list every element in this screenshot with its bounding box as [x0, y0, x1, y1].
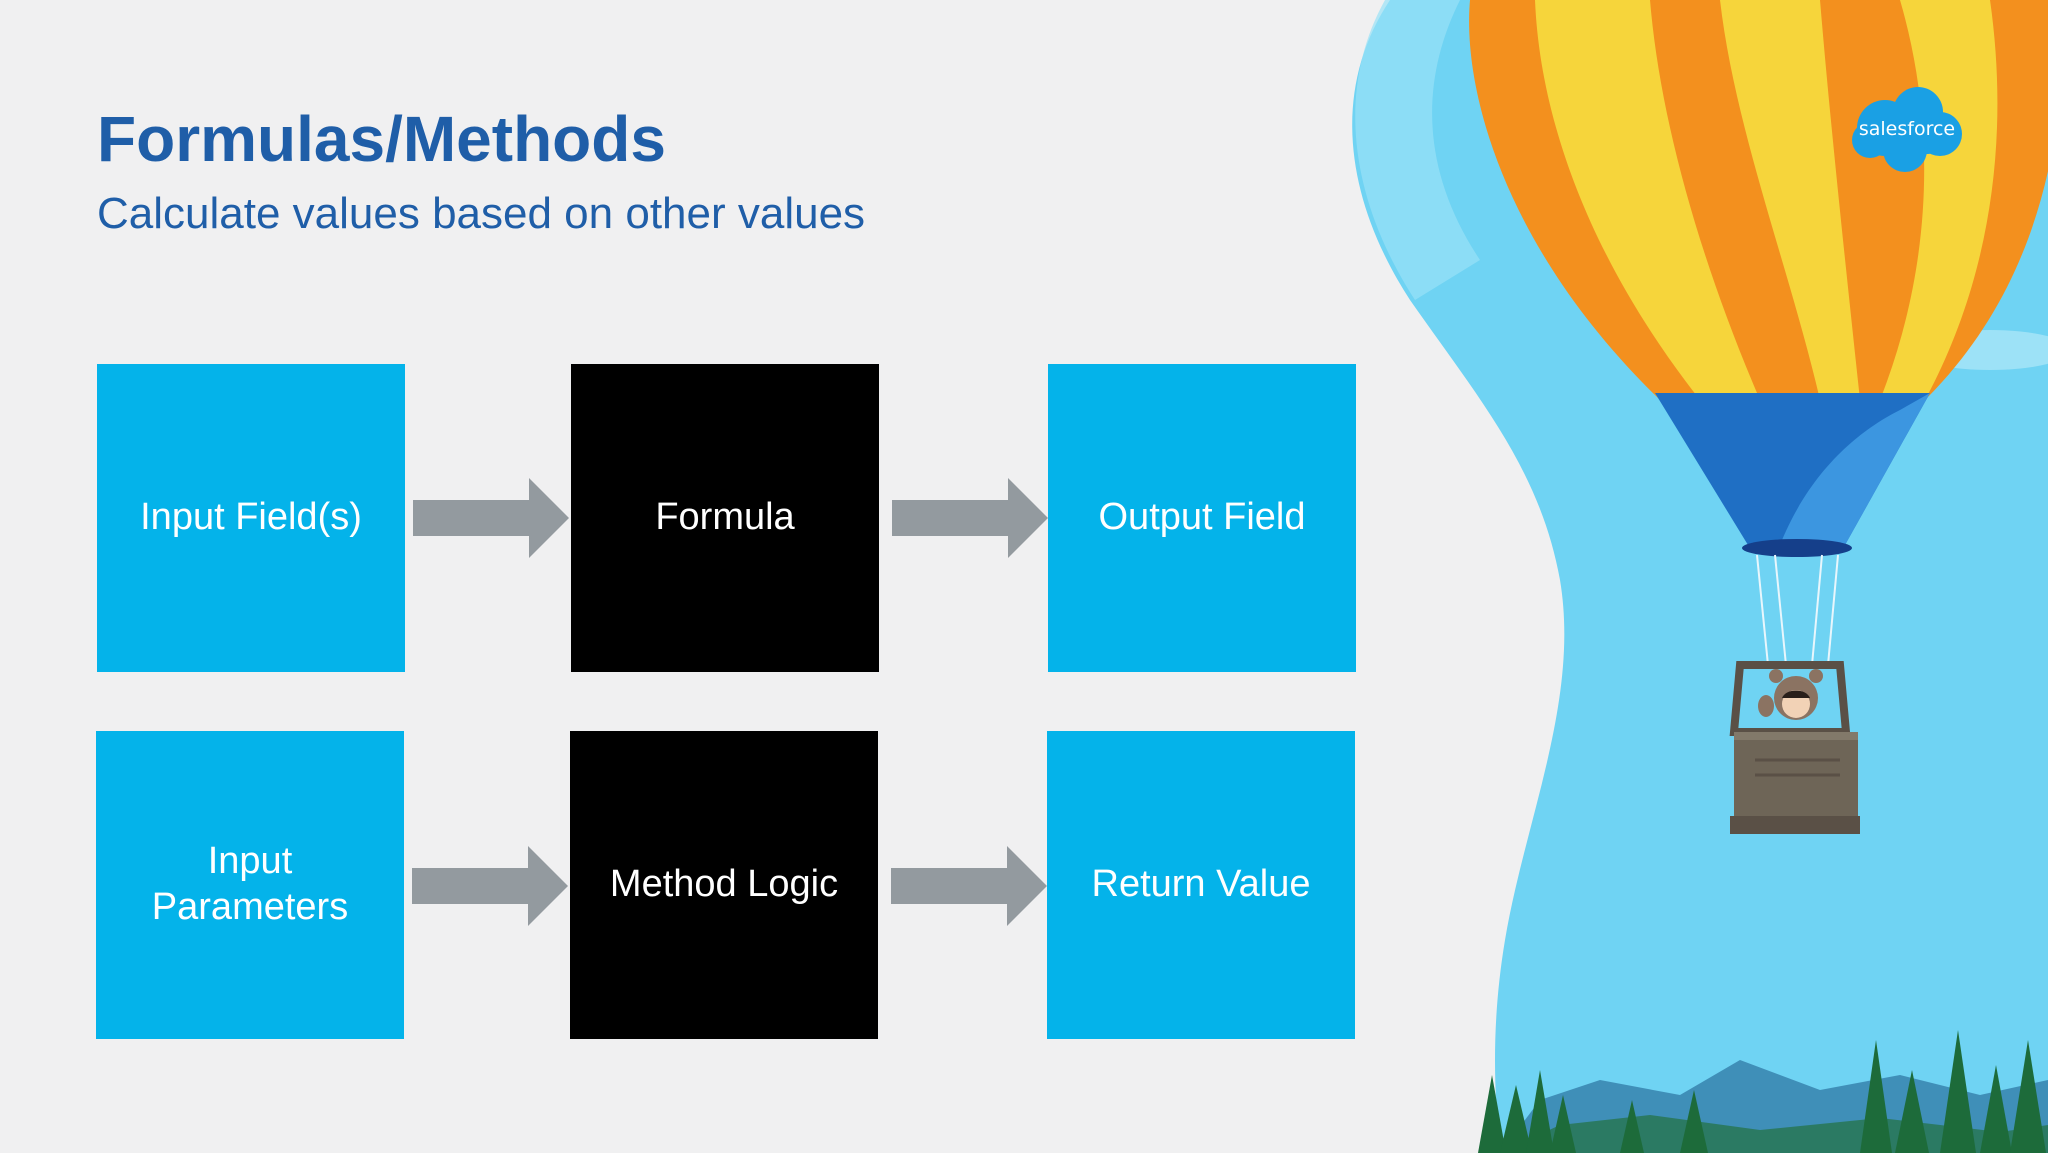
salesforce-logo-text: salesforce: [1858, 118, 1956, 140]
return-value-box: Return Value: [1047, 731, 1355, 1039]
arrow-right-icon: [892, 478, 1048, 558]
output-field-box: Output Field: [1048, 364, 1356, 672]
slide-title: Formulas/Methods: [97, 103, 666, 175]
arrow-right-icon: [412, 846, 568, 926]
salesforce-logo-icon: [1852, 87, 1962, 172]
sky-light-band: [1355, 0, 1480, 300]
input-parameters-box: Input Parameters: [96, 731, 404, 1039]
input-fields-box: Input Field(s): [97, 364, 405, 672]
method-logic-box: Method Logic: [570, 731, 878, 1039]
arrow-right-icon: [413, 478, 569, 558]
slide-subtitle: Calculate values based on other values: [97, 189, 866, 238]
basket-with-mascot: [1729, 661, 1860, 834]
balloon-ropes: [1756, 554, 1839, 666]
formula-box: Formula: [571, 364, 879, 672]
trees: [1478, 1030, 2046, 1153]
arrow-right-icon: [891, 846, 1047, 926]
